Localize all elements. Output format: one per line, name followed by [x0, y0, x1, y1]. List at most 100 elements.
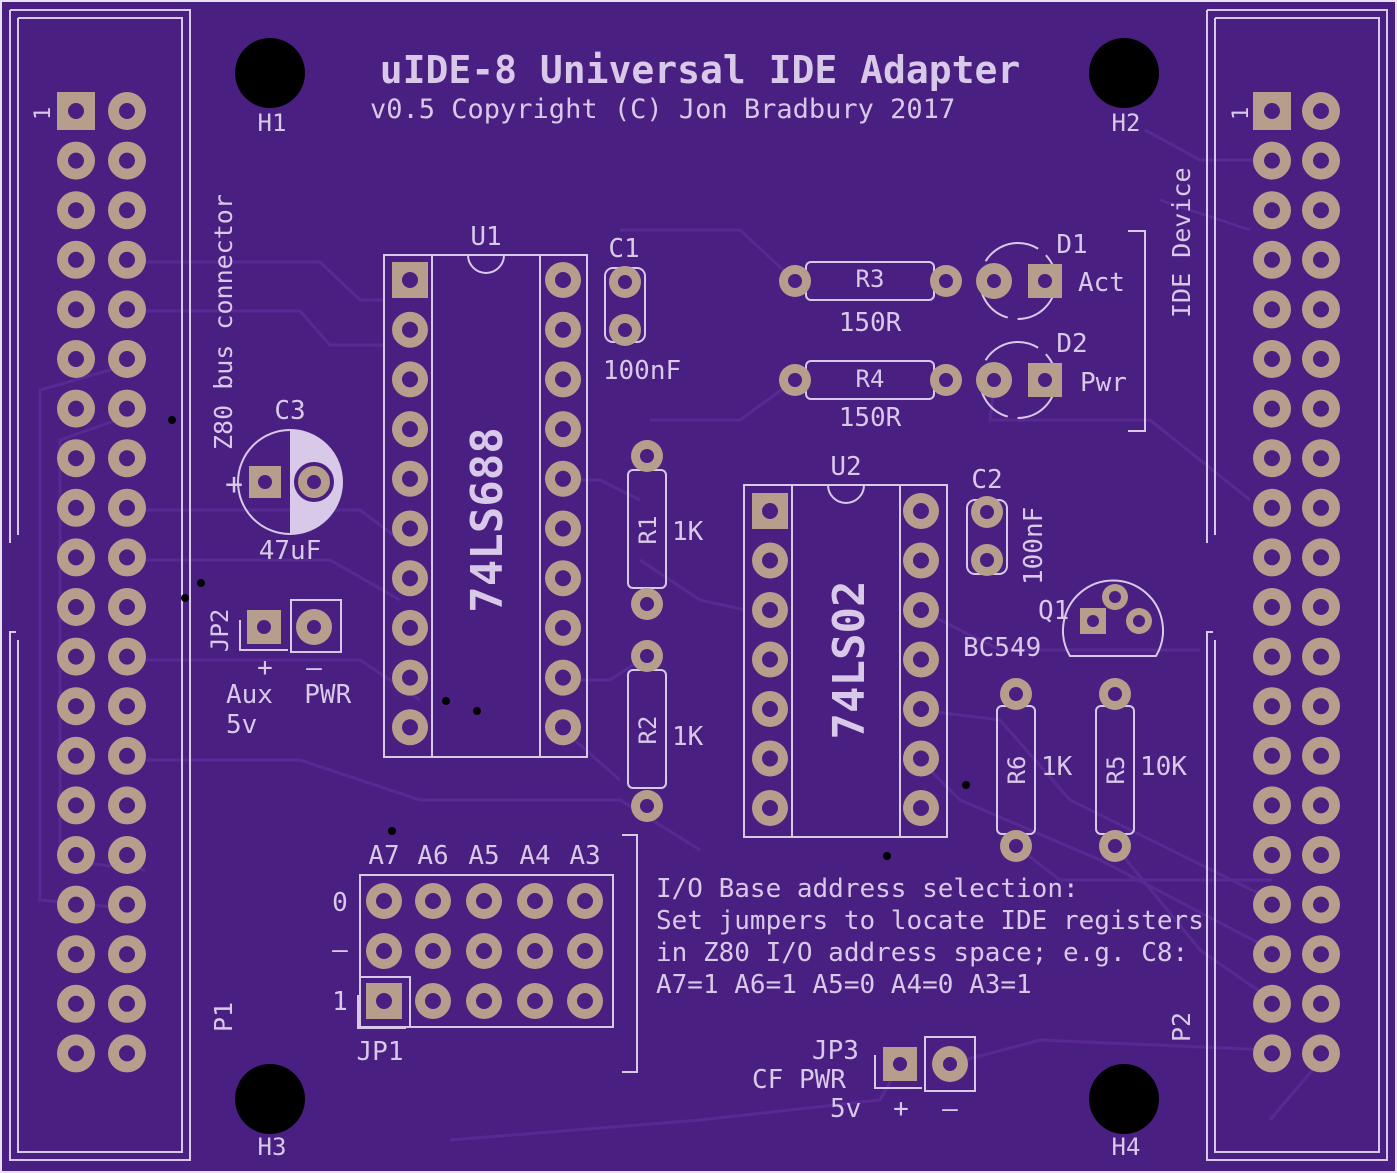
trace: [1113, 845, 1273, 1002]
drill-hole: [555, 371, 571, 388]
p2-ref: P2: [1167, 1012, 1196, 1042]
drill-hole: [119, 351, 135, 367]
drill-hole: [762, 651, 778, 668]
r5-drill-1: [1108, 687, 1122, 701]
drill-hole: [68, 152, 84, 169]
jumper-jp2: JP2 + – Aux PWR 5v: [206, 599, 352, 740]
r1-ref: R1: [634, 516, 662, 545]
drill-hole: [68, 896, 84, 913]
jp2-minus: –: [306, 653, 322, 683]
via: [168, 416, 176, 424]
via: [388, 827, 396, 835]
drill-hole: [1264, 202, 1280, 219]
d1-ref: D1: [1056, 230, 1087, 260]
mounting-hole-h1: [235, 38, 305, 108]
trace: [918, 758, 1273, 952]
jp3-drill-1: [893, 1057, 907, 1071]
c1-ref: C1: [608, 234, 639, 264]
drill-hole: [555, 520, 571, 537]
r3-ref: R3: [856, 265, 885, 293]
u2-part: 74LS02: [824, 581, 875, 740]
drill-hole: [119, 797, 135, 814]
jp2-ref: JP2: [206, 609, 234, 652]
jp3-drill-2: [943, 1057, 957, 1071]
drill-hole: [119, 747, 135, 764]
drill-hole: [1264, 648, 1280, 665]
p2-pins: [1253, 92, 1340, 1073]
drill-hole: [1313, 648, 1329, 665]
r4-ref: R4: [856, 365, 885, 393]
jumper-jp3: JP3 CF PWR 5v + –: [752, 1036, 976, 1124]
jp2-drill-2: [307, 620, 321, 634]
drill-hole: [68, 103, 84, 119]
u1-notch: [467, 254, 505, 274]
drill-hole: [913, 503, 929, 519]
capacitor-c2: C2 100nF: [966, 465, 1049, 585]
drill-hole: [425, 893, 441, 909]
r6-value: 1K: [1041, 752, 1073, 782]
drill-hole: [762, 602, 778, 618]
drill-hole: [913, 800, 929, 816]
via: [883, 852, 891, 860]
c3-ref: C3: [274, 396, 305, 426]
drill-hole: [119, 251, 135, 268]
jp2-line1: Aux PWR: [226, 680, 352, 710]
p1-ref: P1: [209, 1002, 238, 1032]
drill-hole: [376, 893, 392, 909]
r1-value: 1K: [672, 517, 704, 547]
drill-hole: [1264, 797, 1280, 814]
jp3-ref: JP3: [812, 1036, 859, 1066]
drill-hole: [555, 421, 571, 438]
trace: [145, 508, 401, 542]
drill-hole: [476, 993, 492, 1009]
note-line-3: in Z80 I/O address space; e.g. C8:: [656, 938, 1188, 968]
drill-hole: [119, 549, 135, 566]
notes-bracket: [622, 834, 638, 1073]
drill-hole: [913, 651, 929, 668]
drill-hole: [68, 747, 84, 764]
drill-hole: [1313, 797, 1329, 814]
trace: [988, 379, 1251, 502]
drill-hole: [119, 648, 135, 665]
drill-hole: [527, 893, 543, 909]
jp2-plus: +: [257, 653, 273, 683]
drill-hole: [1264, 351, 1280, 367]
drill-hole: [68, 847, 84, 863]
q1-outline: [1062, 579, 1164, 657]
drill-hole: [1313, 599, 1329, 615]
address-notes: I/O Base address selection: Set jumpers …: [656, 874, 1204, 1000]
drill-hole: [1264, 152, 1280, 169]
trace: [1159, 198, 1251, 232]
trace: [449, 1063, 902, 1142]
drill-hole: [1264, 103, 1280, 119]
drill-hole: [476, 943, 492, 959]
r4-drill-2: [939, 373, 953, 387]
jp1-row-mid: –: [332, 935, 348, 965]
hole-label-h3: H3: [258, 1133, 287, 1161]
drill-hole: [1313, 747, 1329, 764]
drill-hole: [1313, 202, 1329, 219]
led-group-bracket: [1128, 230, 1146, 432]
transistor-q1: Q1 BC549: [963, 579, 1164, 663]
via: [197, 579, 205, 587]
trace: [620, 228, 797, 283]
drill-hole: [68, 946, 84, 963]
r2-value: 1K: [672, 722, 704, 752]
drill-hole: [68, 797, 84, 814]
drill-hole: [555, 619, 571, 636]
drill-hole: [376, 943, 392, 959]
r5-value: 10K: [1140, 752, 1187, 782]
drill-hole: [762, 750, 778, 767]
trace: [1015, 844, 1272, 882]
drill-hole: [1313, 499, 1329, 516]
d2-drill-k: [987, 373, 1001, 387]
drill-hole: [1264, 1045, 1280, 1062]
jp3-line1: CF PWR: [752, 1065, 846, 1095]
d2-drill-a: [1038, 373, 1052, 387]
drill-hole: [1313, 351, 1329, 367]
jp2-outline: [290, 599, 342, 653]
drill-hole: [68, 351, 84, 367]
r1-drill-2: [640, 597, 654, 611]
jp2-line2: 5v: [226, 710, 257, 740]
drill-hole: [1313, 450, 1329, 467]
